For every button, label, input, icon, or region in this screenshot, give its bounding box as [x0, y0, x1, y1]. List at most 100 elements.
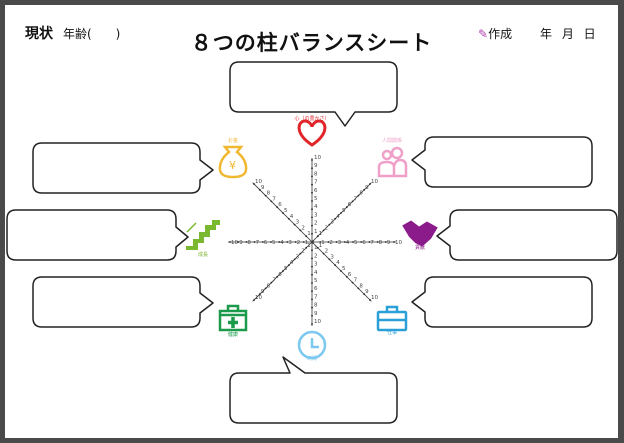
axis-tick[interactable] — [264, 194, 267, 197]
tick-label: 2 — [325, 249, 329, 255]
axis-tick[interactable] — [270, 241, 272, 243]
axis-tick[interactable] — [293, 258, 296, 261]
axis-tick[interactable] — [311, 323, 313, 325]
axis-tick[interactable] — [311, 200, 313, 202]
axis-tick[interactable] — [282, 212, 284, 214]
comment-bubble-2[interactable] — [6, 209, 189, 261]
axis-tick[interactable] — [305, 246, 308, 249]
axis-tick[interactable] — [253, 183, 255, 185]
axis-tick[interactable] — [311, 306, 313, 309]
axis-tick[interactable] — [311, 183, 313, 186]
axis-tick[interactable] — [299, 252, 302, 255]
age-field[interactable]: 年齢( ) — [63, 27, 121, 41]
comment-bubble-7[interactable] — [229, 356, 398, 424]
axis-tick[interactable] — [368, 241, 371, 243]
comment-bubble-5[interactable] — [436, 209, 618, 261]
axis-tick[interactable] — [334, 217, 337, 220]
axis-tick[interactable] — [311, 298, 313, 301]
axis-tick[interactable] — [311, 208, 313, 211]
tick-label: 3 — [296, 220, 300, 226]
axis-tick[interactable] — [286, 241, 289, 243]
axis-tick[interactable] — [299, 229, 302, 232]
axis-tick[interactable] — [229, 241, 231, 243]
axis-tick[interactable] — [345, 275, 348, 278]
comment-bubble-4[interactable] — [411, 136, 593, 188]
axis-tick[interactable] — [328, 223, 331, 226]
axis-tick[interactable] — [311, 290, 313, 293]
axis-tick[interactable] — [376, 241, 379, 243]
axis-tick[interactable] — [276, 206, 279, 209]
axis-tick[interactable] — [334, 264, 337, 267]
axis-tick[interactable] — [311, 265, 313, 268]
axis-tick[interactable] — [327, 241, 330, 243]
axis-tick[interactable] — [363, 293, 366, 296]
axis-tick[interactable] — [302, 241, 305, 243]
axis-tick[interactable] — [360, 241, 363, 243]
axis-tick[interactable] — [311, 257, 313, 260]
axis-tick[interactable] — [276, 275, 279, 278]
tick-label: 8 — [247, 240, 251, 246]
axis-tick[interactable] — [311, 175, 313, 178]
stairs-icon — [186, 220, 220, 250]
axis-tick[interactable] — [311, 224, 313, 227]
axis-tick[interactable] — [270, 200, 273, 203]
comment-bubble-3[interactable] — [32, 276, 214, 328]
tick-label: 8 — [314, 171, 318, 177]
tick-label: 4 — [290, 260, 294, 266]
axis-tick[interactable] — [343, 241, 346, 243]
axis-tick[interactable] — [335, 241, 338, 243]
axis-tick[interactable] — [357, 194, 360, 197]
axis-tick[interactable] — [322, 229, 325, 232]
axis-tick[interactable] — [253, 241, 256, 243]
axis-tick[interactable] — [311, 191, 313, 194]
axis-tick[interactable] — [369, 299, 371, 301]
axis-tick[interactable] — [357, 287, 360, 290]
axis-tick[interactable] — [311, 273, 313, 276]
comment-bubble-6[interactable] — [411, 276, 593, 328]
axis-tick[interactable] — [264, 287, 267, 290]
axis-tick[interactable] — [294, 241, 297, 243]
axis-tick[interactable] — [351, 200, 354, 203]
axis-tick[interactable] — [311, 167, 313, 170]
axis-tick[interactable] — [363, 188, 366, 191]
axis-tick[interactable] — [311, 282, 313, 284]
axis-tick[interactable] — [305, 235, 308, 238]
axis-tick[interactable] — [258, 293, 261, 296]
axis-tick[interactable] — [270, 281, 273, 284]
axis-tick[interactable] — [282, 270, 284, 272]
axis-tick[interactable] — [328, 258, 331, 261]
axis-tick[interactable] — [340, 212, 342, 214]
axis-tick[interactable] — [261, 241, 264, 243]
axis-tick[interactable] — [311, 159, 313, 161]
axis-tick[interactable] — [311, 314, 313, 317]
axis-tick[interactable] — [278, 241, 281, 243]
axis-tick[interactable] — [245, 241, 248, 243]
axis-tick[interactable] — [351, 281, 354, 284]
axis-tick[interactable] — [287, 264, 290, 267]
axis-tick[interactable] — [316, 235, 319, 238]
tick-label: 8 — [379, 240, 383, 246]
axis-tick[interactable] — [352, 241, 354, 243]
axis-tick[interactable] — [319, 241, 322, 243]
axis-tick[interactable] — [316, 246, 319, 249]
axis-tick[interactable] — [384, 241, 387, 243]
tick-label: 9 — [261, 185, 265, 191]
comment-bubble-0[interactable] — [229, 61, 398, 127]
date-field[interactable]: 年 月 日 — [540, 27, 596, 41]
axis-tick[interactable] — [258, 188, 261, 191]
comment-bubble-1[interactable] — [32, 142, 214, 194]
axis-tick[interactable] — [340, 270, 342, 272]
axis-tick[interactable] — [369, 183, 371, 185]
tick-label: 9 — [365, 185, 369, 191]
axis-tick[interactable] — [237, 241, 240, 243]
axis-tick[interactable] — [293, 223, 296, 226]
axis-tick[interactable] — [311, 249, 313, 252]
tick-label: 7 — [314, 180, 318, 186]
axis-tick[interactable] — [311, 216, 313, 219]
axis-tick[interactable] — [393, 241, 395, 243]
axis-tick[interactable] — [345, 206, 348, 209]
axis-tick[interactable] — [253, 299, 255, 301]
axis-tick[interactable] — [287, 217, 290, 220]
axis-tick[interactable] — [311, 232, 313, 235]
axis-tick[interactable] — [322, 252, 325, 255]
